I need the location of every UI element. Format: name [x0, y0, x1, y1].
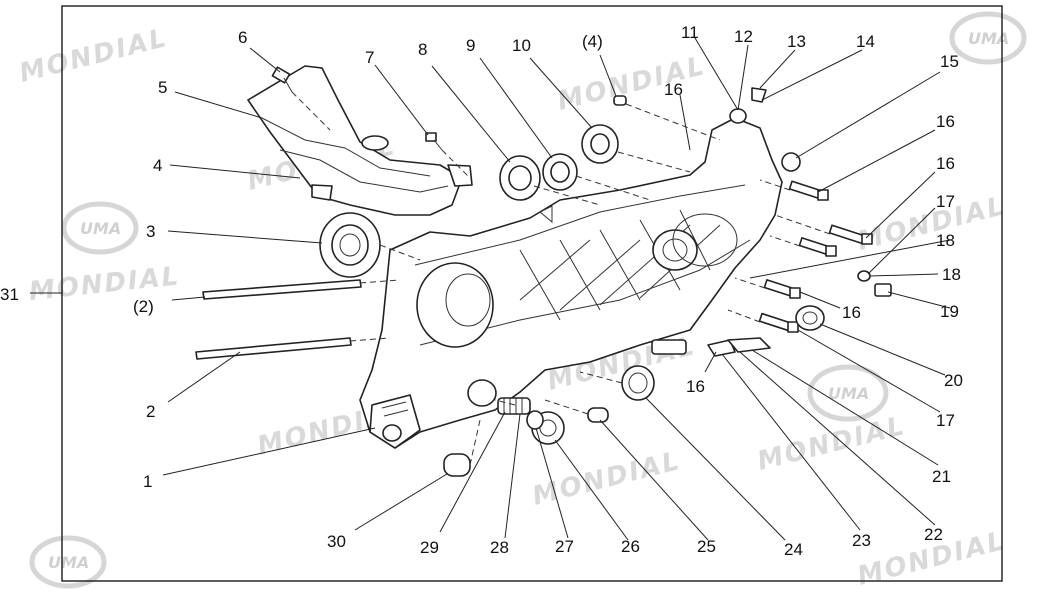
oil-seal-15	[781, 152, 801, 172]
bolt-16	[758, 312, 799, 333]
callout-21: 21	[932, 467, 951, 486]
callout-16: 16	[842, 303, 861, 322]
engine-mount-bracket	[247, 65, 473, 216]
bearing-9	[542, 153, 578, 191]
callout-10: 10	[512, 36, 531, 55]
bearing-8	[499, 155, 541, 201]
callout-12: 12	[734, 27, 753, 46]
callout-25: 25	[697, 537, 716, 556]
callout-30: 30	[327, 532, 346, 551]
bearing-3	[319, 212, 381, 278]
callout-labels: 31 1 2 (2) 3 4 5 6 7 8 9 10 (4) 11 12 13…	[0, 23, 963, 559]
callout-26: 26	[621, 537, 640, 556]
callout-17: 17	[936, 411, 955, 430]
callout-20: 20	[944, 371, 963, 390]
svg-text:UMA: UMA	[80, 219, 121, 238]
dowel-4	[613, 95, 627, 106]
callout-28: 28	[490, 538, 509, 557]
callout-23: 23	[852, 531, 871, 550]
callout-18: 18	[936, 231, 955, 250]
washer-18	[857, 270, 871, 282]
callout-4: 4	[153, 156, 162, 175]
svg-text:UMA: UMA	[968, 29, 1009, 48]
watermark-mondial: MONDIAL	[754, 411, 908, 477]
svg-text:UMA: UMA	[48, 553, 89, 572]
callout-22: 22	[924, 525, 943, 544]
callout-8: 8	[418, 40, 427, 59]
callout-16: 16	[936, 154, 955, 173]
callout-29: 29	[420, 538, 439, 557]
watermark-logo: UMA	[949, 11, 1027, 65]
callout-4-paren: (4)	[582, 32, 603, 51]
bolt-6	[271, 66, 293, 93]
leader-lines	[162, 37, 951, 541]
callout-24: 24	[784, 540, 803, 559]
svg-text:UMA: UMA	[828, 384, 869, 403]
oil-seal-24	[621, 365, 655, 401]
callout-16: 16	[936, 112, 955, 131]
watermark-logo: UMA	[807, 364, 889, 422]
callout-5: 5	[158, 78, 167, 97]
callout-3: 3	[146, 222, 155, 241]
bearing-10	[581, 124, 619, 164]
watermark-mondial: MONDIAL	[554, 51, 708, 117]
watermark-mondial: MONDIAL	[28, 261, 182, 307]
callout-1: 1	[143, 472, 152, 491]
callout-14: 14	[856, 32, 875, 51]
callout-16: 16	[686, 377, 705, 396]
watermark-mondial: MONDIAL	[854, 191, 1008, 257]
callout-15: 15	[940, 52, 959, 71]
callout-19: 19	[940, 302, 959, 321]
bolt-16	[828, 224, 873, 245]
bolt-13	[751, 87, 767, 103]
oring-27	[526, 410, 544, 430]
assembly-lines	[291, 91, 831, 466]
callout-11: 11	[681, 23, 699, 42]
watermark-logo: UMA	[61, 201, 139, 255]
callout-27: 27	[555, 537, 574, 556]
breather-fitting-11	[729, 108, 747, 124]
callout-16: 16	[664, 80, 683, 99]
stud-bolt-2-upper	[202, 279, 362, 300]
oil-seal-20	[795, 305, 825, 331]
callout-7: 7	[365, 48, 374, 67]
bushing-30	[443, 453, 471, 477]
spring-28	[497, 397, 531, 415]
callout-6: 6	[238, 28, 247, 47]
watermark-mondial: MONDIAL	[16, 23, 170, 89]
callout-18: 18	[942, 265, 961, 284]
callout-2-paren: (2)	[133, 297, 154, 316]
bolt-16	[763, 279, 801, 299]
watermark-logo: UMA	[29, 535, 107, 589]
callout-9: 9	[466, 36, 475, 55]
stud-bolt-2-lower	[195, 337, 352, 360]
bushing-25	[587, 407, 609, 423]
nut-19	[874, 283, 892, 297]
callout-2: 2	[146, 402, 155, 421]
sensor-assembly	[707, 337, 771, 357]
callout-13: 13	[787, 32, 806, 51]
callout-31: 31	[0, 285, 19, 304]
watermark-mondial: MONDIAL	[529, 446, 683, 512]
bolt-16	[798, 237, 837, 257]
crankcase-half	[359, 117, 783, 449]
bolt-16	[788, 180, 829, 201]
callout-17: 17	[936, 192, 955, 211]
bolt-7	[425, 132, 443, 151]
